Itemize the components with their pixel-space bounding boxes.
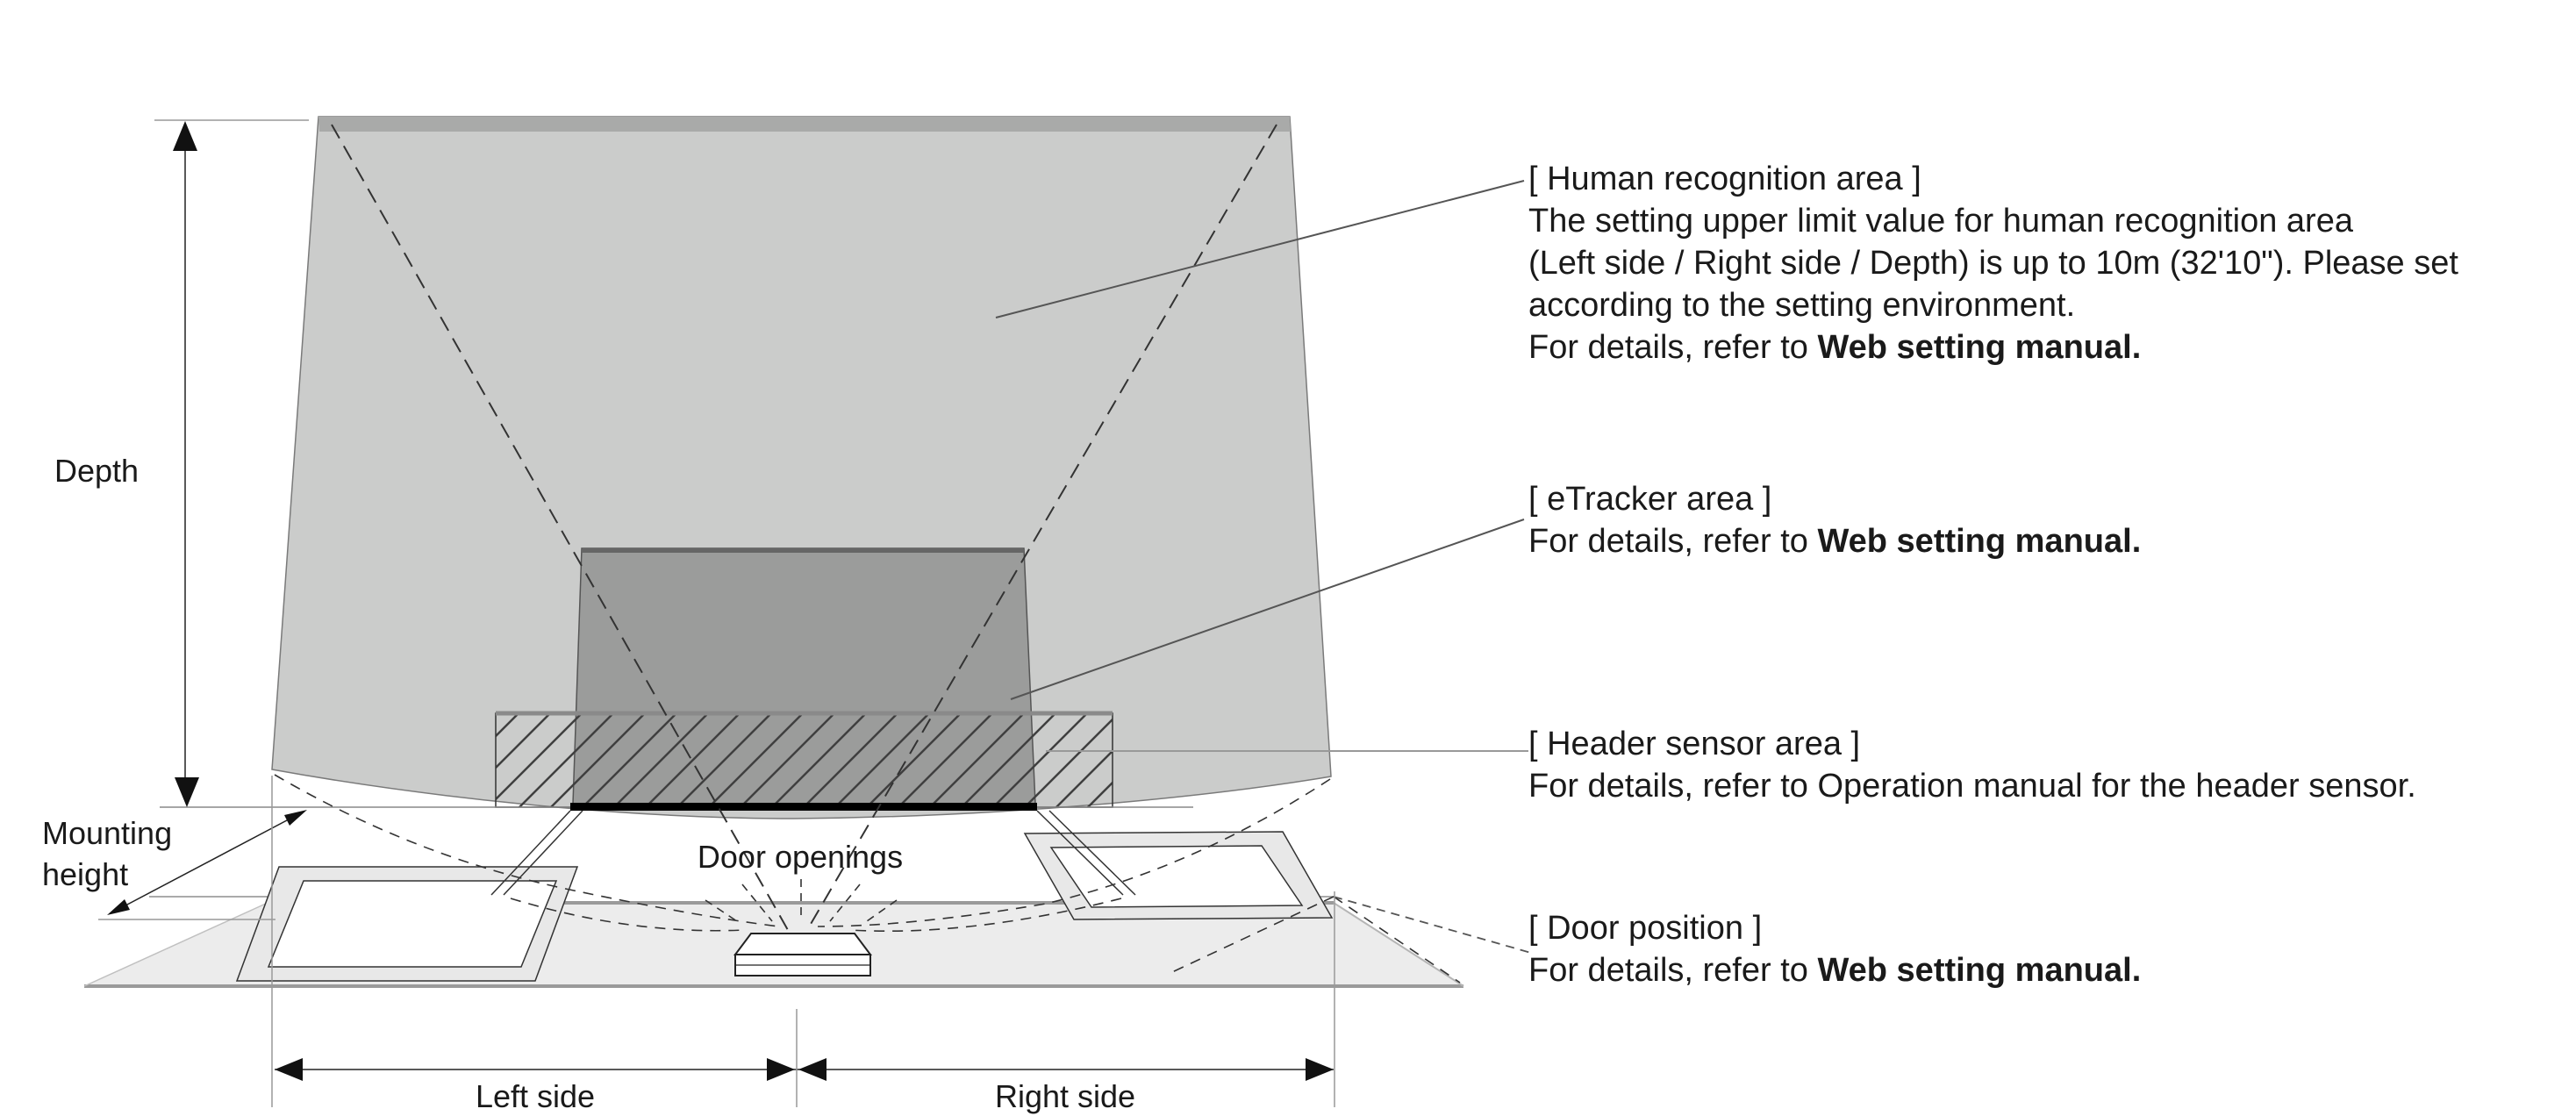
- annotation-line-bold: Web setting manual.: [1817, 329, 2141, 366]
- annotation-line-bold: Web setting manual.: [1817, 952, 2141, 989]
- annotation-title: [ eTracker area ]: [1528, 481, 1771, 518]
- mounting-height-label-line1: Mounting: [42, 815, 172, 851]
- human-recognition-area-top-band: [318, 117, 1291, 132]
- right-door-panel: [1023, 831, 1334, 920]
- jamb-strip: [503, 810, 583, 896]
- opening-arc-right: [848, 898, 1122, 933]
- floor-right-slant: [1333, 902, 1464, 987]
- door-position-sensor: [733, 933, 872, 976]
- annotation-line: For details, refer to Web setting manual…: [1528, 523, 2141, 560]
- jamb-strip: [1048, 810, 1136, 896]
- annotation-line: (Left side / Right side / Depth) is up t…: [1528, 245, 2458, 282]
- mounting-height-label-line2: height: [42, 856, 128, 892]
- floor-left-slant: [83, 902, 268, 987]
- annotation-door-position: [ Door position ] For details, refer to …: [1528, 910, 2141, 989]
- door-openings-label: Door openings: [698, 839, 903, 875]
- etracker-leader: [1010, 519, 1525, 700]
- annotation-human-recognition: [ Human recognition area ] The setting u…: [1528, 161, 2458, 366]
- left-door-panel: [235, 866, 579, 982]
- annotation-line: For details, refer to Web setting manual…: [1528, 329, 2141, 366]
- depth-dimension: Depth: [54, 119, 309, 807]
- side-arrow-center-right-icon: [767, 1058, 795, 1081]
- annotation-leader-lines: [995, 180, 1532, 954]
- header-sensor-area-shape: [495, 712, 1113, 808]
- annotation-line-bold: Web setting manual.: [1817, 523, 2141, 560]
- floor-curve-right: [817, 778, 1331, 927]
- door-swing-dash-left: [1171, 896, 1335, 973]
- annotation-line: For details, refer to Web setting manual…: [1528, 952, 2141, 989]
- annotation-line-prefix: For details, refer to: [1528, 329, 1817, 366]
- sensor-fan-dash: [705, 899, 738, 922]
- side-arrow-center-left-icon: [798, 1058, 826, 1081]
- header-sensor-area: [495, 711, 1113, 808]
- door-header-line: [570, 803, 1037, 811]
- opening-arc-left: [510, 898, 745, 932]
- annotation-etracker: [ eTracker area ] For details, refer to …: [1528, 481, 2141, 560]
- mounting-arrow-lower-icon: [107, 899, 130, 915]
- mounting-height-dimension: Mounting height: [42, 810, 307, 920]
- floor-curve-left: [274, 774, 780, 927]
- door-jamb-strips: [490, 810, 1136, 896]
- depth-arrow-up-icon: [173, 121, 197, 151]
- annotation-line-prefix: For details, refer to: [1528, 523, 1817, 560]
- annotation-title: [ Door position ]: [1528, 910, 1762, 947]
- human-recognition-area-shape: [271, 116, 1332, 819]
- depth-label: Depth: [54, 453, 139, 489]
- jamb-strip: [1036, 810, 1124, 896]
- annotation-line: according to the setting environment.: [1528, 287, 2075, 324]
- annotation-line: The setting upper limit value for human …: [1528, 203, 2354, 240]
- annotation-line: For details, refer to Operation manual f…: [1528, 768, 2416, 805]
- annotation-line-prefix: For details, refer to: [1528, 952, 1817, 989]
- human-recognition-leader: [995, 180, 1525, 318]
- depth-arrow-down-icon: [175, 777, 199, 807]
- cone-diagonal-right: [806, 124, 1277, 931]
- sensor-fan-dash: [866, 899, 898, 922]
- detection-projection-dashes: [274, 124, 1461, 984]
- door-swing-dash-right: [1333, 896, 1461, 984]
- mounting-height-line: [111, 812, 303, 913]
- side-arrow-left-icon: [275, 1058, 303, 1081]
- annotation-title: [ Human recognition area ]: [1528, 161, 1921, 197]
- mounting-arrow-upper-icon: [284, 810, 307, 826]
- door-position-leader: [1333, 896, 1532, 954]
- left-right-dimension: Left side Right side: [271, 776, 1335, 1114]
- annotation-header-sensor: [ Header sensor area ] For details, refe…: [1528, 726, 2416, 805]
- left-side-label: Left side: [476, 1078, 595, 1114]
- side-arrow-right-icon: [1306, 1058, 1334, 1081]
- sensor-box-top: [733, 933, 872, 955]
- right-side-label: Right side: [995, 1078, 1135, 1114]
- human-recognition-area: [271, 116, 1332, 819]
- annotation-title: [ Header sensor area ]: [1528, 726, 1860, 762]
- left-door-panel-glass: [267, 880, 558, 968]
- jamb-strip: [490, 810, 571, 896]
- right-door-panel-glass: [1049, 845, 1304, 908]
- cone-diagonal-left: [331, 124, 789, 931]
